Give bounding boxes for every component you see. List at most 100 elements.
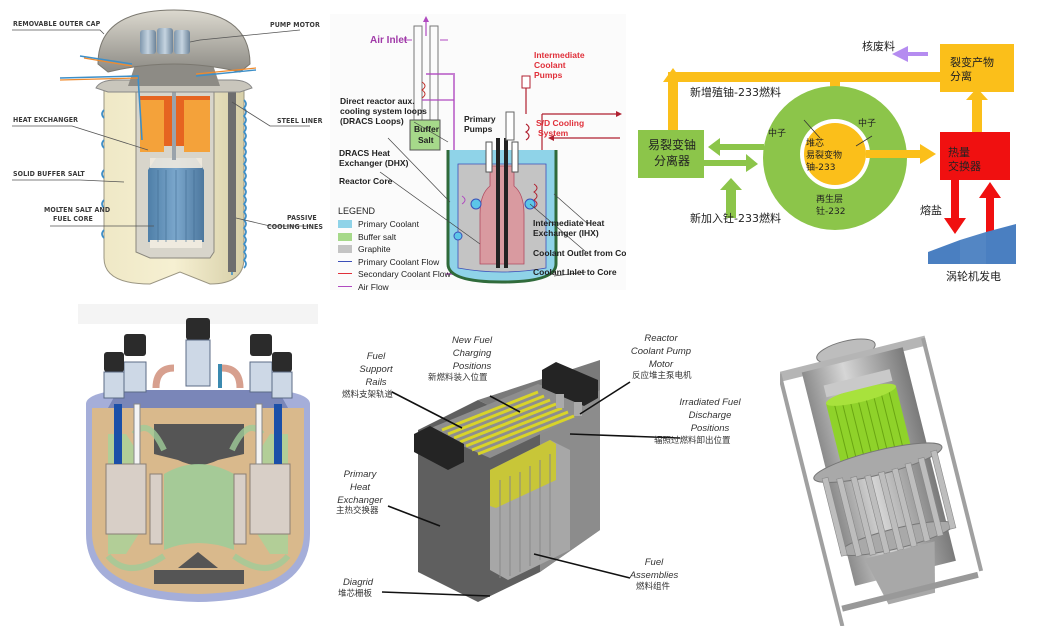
label-pump-motor: PUMP MOTOR <box>270 21 320 29</box>
legend-item: Secondary Coolant Flow <box>338 268 462 281</box>
label-diagrid-en: Diagrid <box>342 577 374 588</box>
pump-motor <box>157 28 173 54</box>
arrow-primary-flow-icon <box>338 260 352 262</box>
rail-end-cap <box>414 426 464 470</box>
label-core-1: 堆芯 <box>806 139 825 149</box>
label-irradiated-cn: 辐照过燃料卸出位置 <box>654 436 731 446</box>
label-reactor-core: Reactor Core <box>339 176 393 186</box>
label-neutron-left: 中子 <box>768 129 787 139</box>
fuel-layout-panel: Fuel Support Rails 燃料支架轨道 New Fuel Charg… <box>330 330 775 620</box>
label-new-fuel-en: New Fuel Charging Positions <box>451 335 493 372</box>
label-waste: 核废料 <box>862 40 895 53</box>
label-support-rails-cn: 燃料支架轨道 <box>342 390 394 400</box>
label-heat-exchanger: HEAT EXCHANGER <box>13 116 79 124</box>
label-pump-motor-en: Reactor Coolant Pump Motor <box>630 333 692 370</box>
label-buffer-salt: SOLID BUFFER SALT <box>13 170 85 178</box>
caged-reactor-illustration <box>780 335 984 626</box>
label-core-3: 铀-233 <box>806 163 836 173</box>
label-assemblies-en: Fuel Assemblies <box>629 557 679 581</box>
heat-exchanger <box>940 132 1010 180</box>
label-intermediate-pumps-2: Coolant <box>534 60 566 70</box>
thorium-cycle-panel: 核废料 裂变产物 分离 新增殖铀-233燃料 易裂变铀 分离器 中子 中子 堆芯… <box>630 20 1038 290</box>
legend-label: Primary Coolant Flow <box>358 256 440 267</box>
uranium-separator <box>638 130 704 178</box>
label-hx-1: 热量 <box>948 146 970 159</box>
label-cooling-line2: COOLING LINES <box>267 223 324 231</box>
label-turbine: 涡轮机发电 <box>946 270 1001 283</box>
label-air-inlet: Air Inlet <box>370 35 408 46</box>
pumps <box>103 318 293 465</box>
label-outer-cap: REMOVABLE OUTER CAP <box>13 20 101 28</box>
dracs-schematic-panel: Air Inlet Intermediate Coolant Pumps Dir… <box>330 14 626 290</box>
upper-reflector <box>154 424 244 465</box>
pump-motor <box>174 30 190 54</box>
label-hx-2: 交换器 <box>948 160 981 173</box>
arrow-air-flow-icon <box>338 285 352 287</box>
label-primary-pumps-1: Primary <box>464 114 496 124</box>
pool-reactor-illustration <box>78 304 318 602</box>
fuel-support-rails <box>441 390 575 456</box>
legend-label: Graphite <box>358 244 391 254</box>
label-sd-cooling-2: System <box>538 128 569 138</box>
legend-label: Primary Coolant <box>358 219 419 229</box>
label-steel-liner: STEEL LINER <box>277 117 323 125</box>
turbine <box>928 240 960 264</box>
label-phx-en: Primary Heat Exchanger <box>337 469 383 506</box>
reactor-core <box>479 165 525 265</box>
lower-reflector <box>154 570 244 584</box>
heat-exchanger-left <box>140 100 164 152</box>
label-core-line2: FUEL CORE <box>53 215 93 223</box>
heat-exchanger-right <box>184 100 210 152</box>
label-assemblies-cn: 燃料组件 <box>636 582 671 592</box>
label-sd-cooling-1: S/D Cooling <box>536 118 585 128</box>
label-irradiated-en: Irradiated Fuel Discharge Positions <box>679 397 741 434</box>
label-dracs-loops-2: cooling system loops <box>340 106 427 116</box>
buffer-salt-tank <box>409 119 441 151</box>
label-buffer-salt-1: Buffer <box>414 124 440 134</box>
legend-swatch-primary-coolant <box>338 220 352 228</box>
legend-label: Secondary Coolant Flow <box>358 269 451 279</box>
label-u-sep-1: 易裂变铀 <box>648 138 697 152</box>
arrow-secondary-flow-icon <box>338 273 352 274</box>
label-buffer-salt-2: Salt <box>418 135 434 145</box>
label-ihx-1: Intermediate Heat <box>533 218 605 228</box>
label-new-fuel-cn: 新燃料装入位置 <box>428 373 488 383</box>
cage-ribs <box>821 449 957 558</box>
thorium-cycle-diagram <box>638 44 1016 264</box>
pump-housing <box>542 362 598 406</box>
heat-exchanger-right <box>249 463 291 535</box>
label-dracs-loops-3: (DRACS Loops) <box>340 116 404 126</box>
label-intermediate-pumps-3: Pumps <box>534 70 563 80</box>
core-circle <box>804 123 866 185</box>
label-fp-sep-2: 分离 <box>950 70 972 83</box>
label-cooling-line1: PASSIVE <box>287 214 317 222</box>
label-u-sep-2: 分离器 <box>654 154 691 168</box>
legend-label: Buffer salt <box>358 231 397 242</box>
label-new-fuel: 新加入钍-233燃料 <box>690 212 781 225</box>
dracs-schematic <box>379 16 622 284</box>
waste-arrow <box>892 46 928 62</box>
label-coolant-inlet: Coolant Inlet to Core <box>533 267 617 277</box>
capsule-reactor-illustration <box>12 9 310 285</box>
legend-label: Air Flow <box>358 281 389 291</box>
label-bred-fuel: 新增殖铀-233燃料 <box>690 86 781 99</box>
label-blanket-2: 钍-232 <box>816 207 846 217</box>
label-support-rails-en: Fuel Support Rails <box>359 351 393 388</box>
label-intermediate-pumps-1: Intermediate <box>534 50 585 60</box>
legend-item: Graphite <box>338 243 462 256</box>
caged-reactor-panel <box>780 310 1038 626</box>
label-core-line1: MOLTEN SALT AND <box>44 206 111 214</box>
label-phx-cn: 主热交换器 <box>336 506 379 516</box>
legend: LEGEND Primary Coolant Buffer salt Graph… <box>338 206 462 290</box>
legend-swatch-graphite <box>338 245 352 253</box>
label-dhx-1: DRACS Heat <box>339 148 391 158</box>
heat-exchanger-left <box>105 463 147 535</box>
legend-item: Primary Coolant <box>338 218 462 231</box>
label-neutron-right: 中子 <box>858 119 877 129</box>
legend-item: Buffer salt <box>338 231 462 244</box>
fuel-layout-illustration <box>381 360 681 602</box>
label-primary-pumps-2: Pumps <box>464 124 493 134</box>
label-blanket-1: 再生层 <box>816 195 844 205</box>
label-molten-salt: 熔盐 <box>920 204 942 217</box>
legend-swatch-buffer-salt <box>338 232 352 241</box>
